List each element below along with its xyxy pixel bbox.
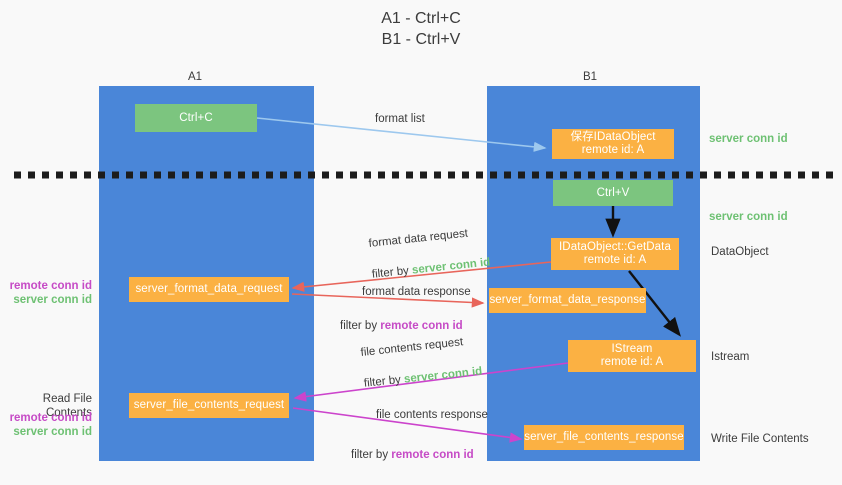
label-left-remote-conn-id-2: remote conn id — [9, 412, 92, 424]
label-right-dataobject: DataObject — [711, 246, 769, 258]
arrow-format-data-response — [291, 293, 485, 308]
label-filter-prefix-2: filter by — [340, 320, 381, 332]
box-server-format-data-request[interactable]: server_format_data_request — [129, 277, 289, 302]
arrow-getdata-to-istream — [628, 270, 681, 337]
label-left-server-conn-id-2: server conn id — [13, 426, 92, 438]
label-filter-key-remote-conn-id: remote conn id — [380, 320, 463, 332]
label-filter-key-remote-conn-id-2: remote conn id — [391, 449, 474, 461]
label-right-server-conn-id-mid: server conn id — [709, 211, 788, 223]
label-filter-prefix-4: filter by — [351, 449, 392, 461]
lane-header-a1-name: A1 — [187, 71, 203, 83]
diagram-title: A1 - Ctrl+C B1 - Ctrl+V — [381, 10, 461, 48]
box-server-file-contents-response[interactable]: server_file_contents_response — [524, 425, 684, 450]
label-left-remote-conn-id-1: remote conn id — [9, 280, 92, 292]
arrow-format-list — [256, 117, 547, 152]
box-server-file-contents-request[interactable]: server_file_contents_request — [129, 393, 289, 418]
lane-header-b1-name: B1 — [582, 71, 598, 83]
label-file-contents-response: file contents response — [376, 409, 488, 421]
box-istream[interactable]: IStream remote id: A — [568, 340, 696, 372]
arrow-file-contents-request — [293, 362, 569, 402]
box-ctrl-v[interactable]: Ctrl+V — [553, 180, 673, 206]
label-right-server-conn-id-top: server conn id — [709, 133, 788, 145]
box-ctrl-c[interactable]: Ctrl+C — [135, 104, 257, 132]
label-left-server-conn-id-1: server conn id — [13, 294, 92, 306]
box-server-format-data-response[interactable]: server_format_data_response — [489, 288, 646, 313]
box-save-idataobject[interactable]: 保存IDataObject remote id: A — [552, 129, 674, 159]
arrow-format-data-request — [291, 261, 552, 292]
label-right-write-file-contents: Write File Contents — [711, 433, 809, 445]
label-file-contents-response-filter: filter by remote conn id — [351, 434, 474, 462]
label-format-data-response: format data response — [362, 286, 471, 298]
label-format-list: format list — [375, 113, 425, 125]
box-idataobject-getdata[interactable]: IDataObject::GetData remote id: A — [551, 238, 679, 270]
arrow-file-contents-response — [292, 407, 523, 443]
label-right-istream: Istream — [711, 351, 750, 363]
label-format-data-response-filter: filter by remote conn id — [340, 305, 463, 333]
label-left-read-file-contents: Read File Contents — [42, 393, 92, 419]
